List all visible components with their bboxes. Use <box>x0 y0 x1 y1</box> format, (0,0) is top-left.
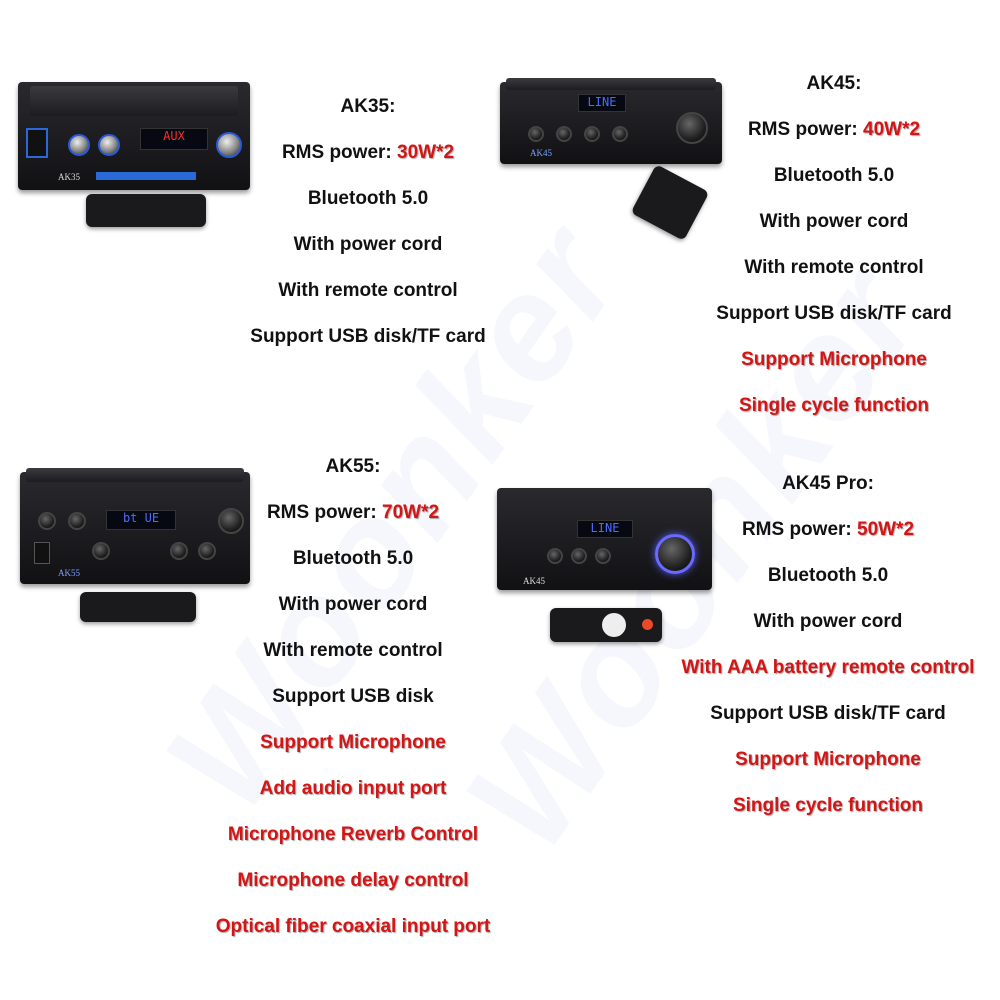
feature: Bluetooth 5.0 <box>773 165 895 186</box>
device-display: LINE <box>578 94 626 112</box>
feature: Support USB disk/TF card <box>716 303 952 324</box>
feature-highlight: Single cycle function <box>732 795 924 816</box>
feature-highlight: Single cycle function <box>738 395 930 416</box>
feature-highlight: Optical fiber coaxial input port <box>215 916 491 937</box>
ak35-specs: AK35: RMS power: 30W*2 Bluetooth 5.0 Wit… <box>218 84 518 360</box>
device-display: bt UE <box>106 510 176 530</box>
feature-highlight: Microphone delay control <box>237 870 469 891</box>
feature: With power cord <box>753 611 903 632</box>
rms-power: RMS power: 40W*2 <box>747 119 921 140</box>
device-model-label: AK45 <box>523 576 545 586</box>
model-title: AK45 Pro: <box>782 473 874 494</box>
rms-power: RMS power: 30W*2 <box>281 142 455 163</box>
feature-highlight: Support Microphone <box>735 749 921 770</box>
ak55-specs: AK55: RMS power: 70W*2 Bluetooth 5.0 Wit… <box>193 444 513 950</box>
device-model-label: AK45 <box>530 148 552 158</box>
model-title: AK45: <box>806 73 862 94</box>
device-model-label: AK55 <box>58 568 80 578</box>
model-title: AK55: <box>325 456 381 477</box>
feature: Bluetooth 5.0 <box>307 188 429 209</box>
feature-highlight: Support Microphone <box>741 349 927 370</box>
device-display: AUX <box>140 128 208 150</box>
feature: Support USB disk/TF card <box>710 703 946 724</box>
device-display: LINE <box>577 520 633 538</box>
rms-power: RMS power: 70W*2 <box>266 502 440 523</box>
rms-power: RMS power: 50W*2 <box>741 519 915 540</box>
feature-highlight: With AAA battery remote control <box>681 657 975 678</box>
feature-highlight: Microphone Reverb Control <box>227 824 479 845</box>
feature: Support USB disk <box>272 686 434 707</box>
feature-highlight: Support Microphone <box>260 732 446 753</box>
ak45pro-specs: AK45 Pro: RMS power: 50W*2 Bluetooth 5.0… <box>658 461 998 829</box>
feature: Support USB disk/TF card <box>250 326 486 347</box>
feature: With remote control <box>744 257 924 278</box>
feature: With power cord <box>759 211 909 232</box>
device-model-label: AK35 <box>58 172 80 182</box>
feature: With remote control <box>278 280 458 301</box>
feature: With power cord <box>278 594 428 615</box>
model-title: AK35: <box>340 96 396 117</box>
ak45-specs: AK45: RMS power: 40W*2 Bluetooth 5.0 Wit… <box>684 61 984 429</box>
feature: With remote control <box>263 640 443 661</box>
feature: Bluetooth 5.0 <box>292 548 414 569</box>
feature-highlight: Add audio input port <box>259 778 447 799</box>
feature: With power cord <box>293 234 443 255</box>
feature: Bluetooth 5.0 <box>767 565 889 586</box>
